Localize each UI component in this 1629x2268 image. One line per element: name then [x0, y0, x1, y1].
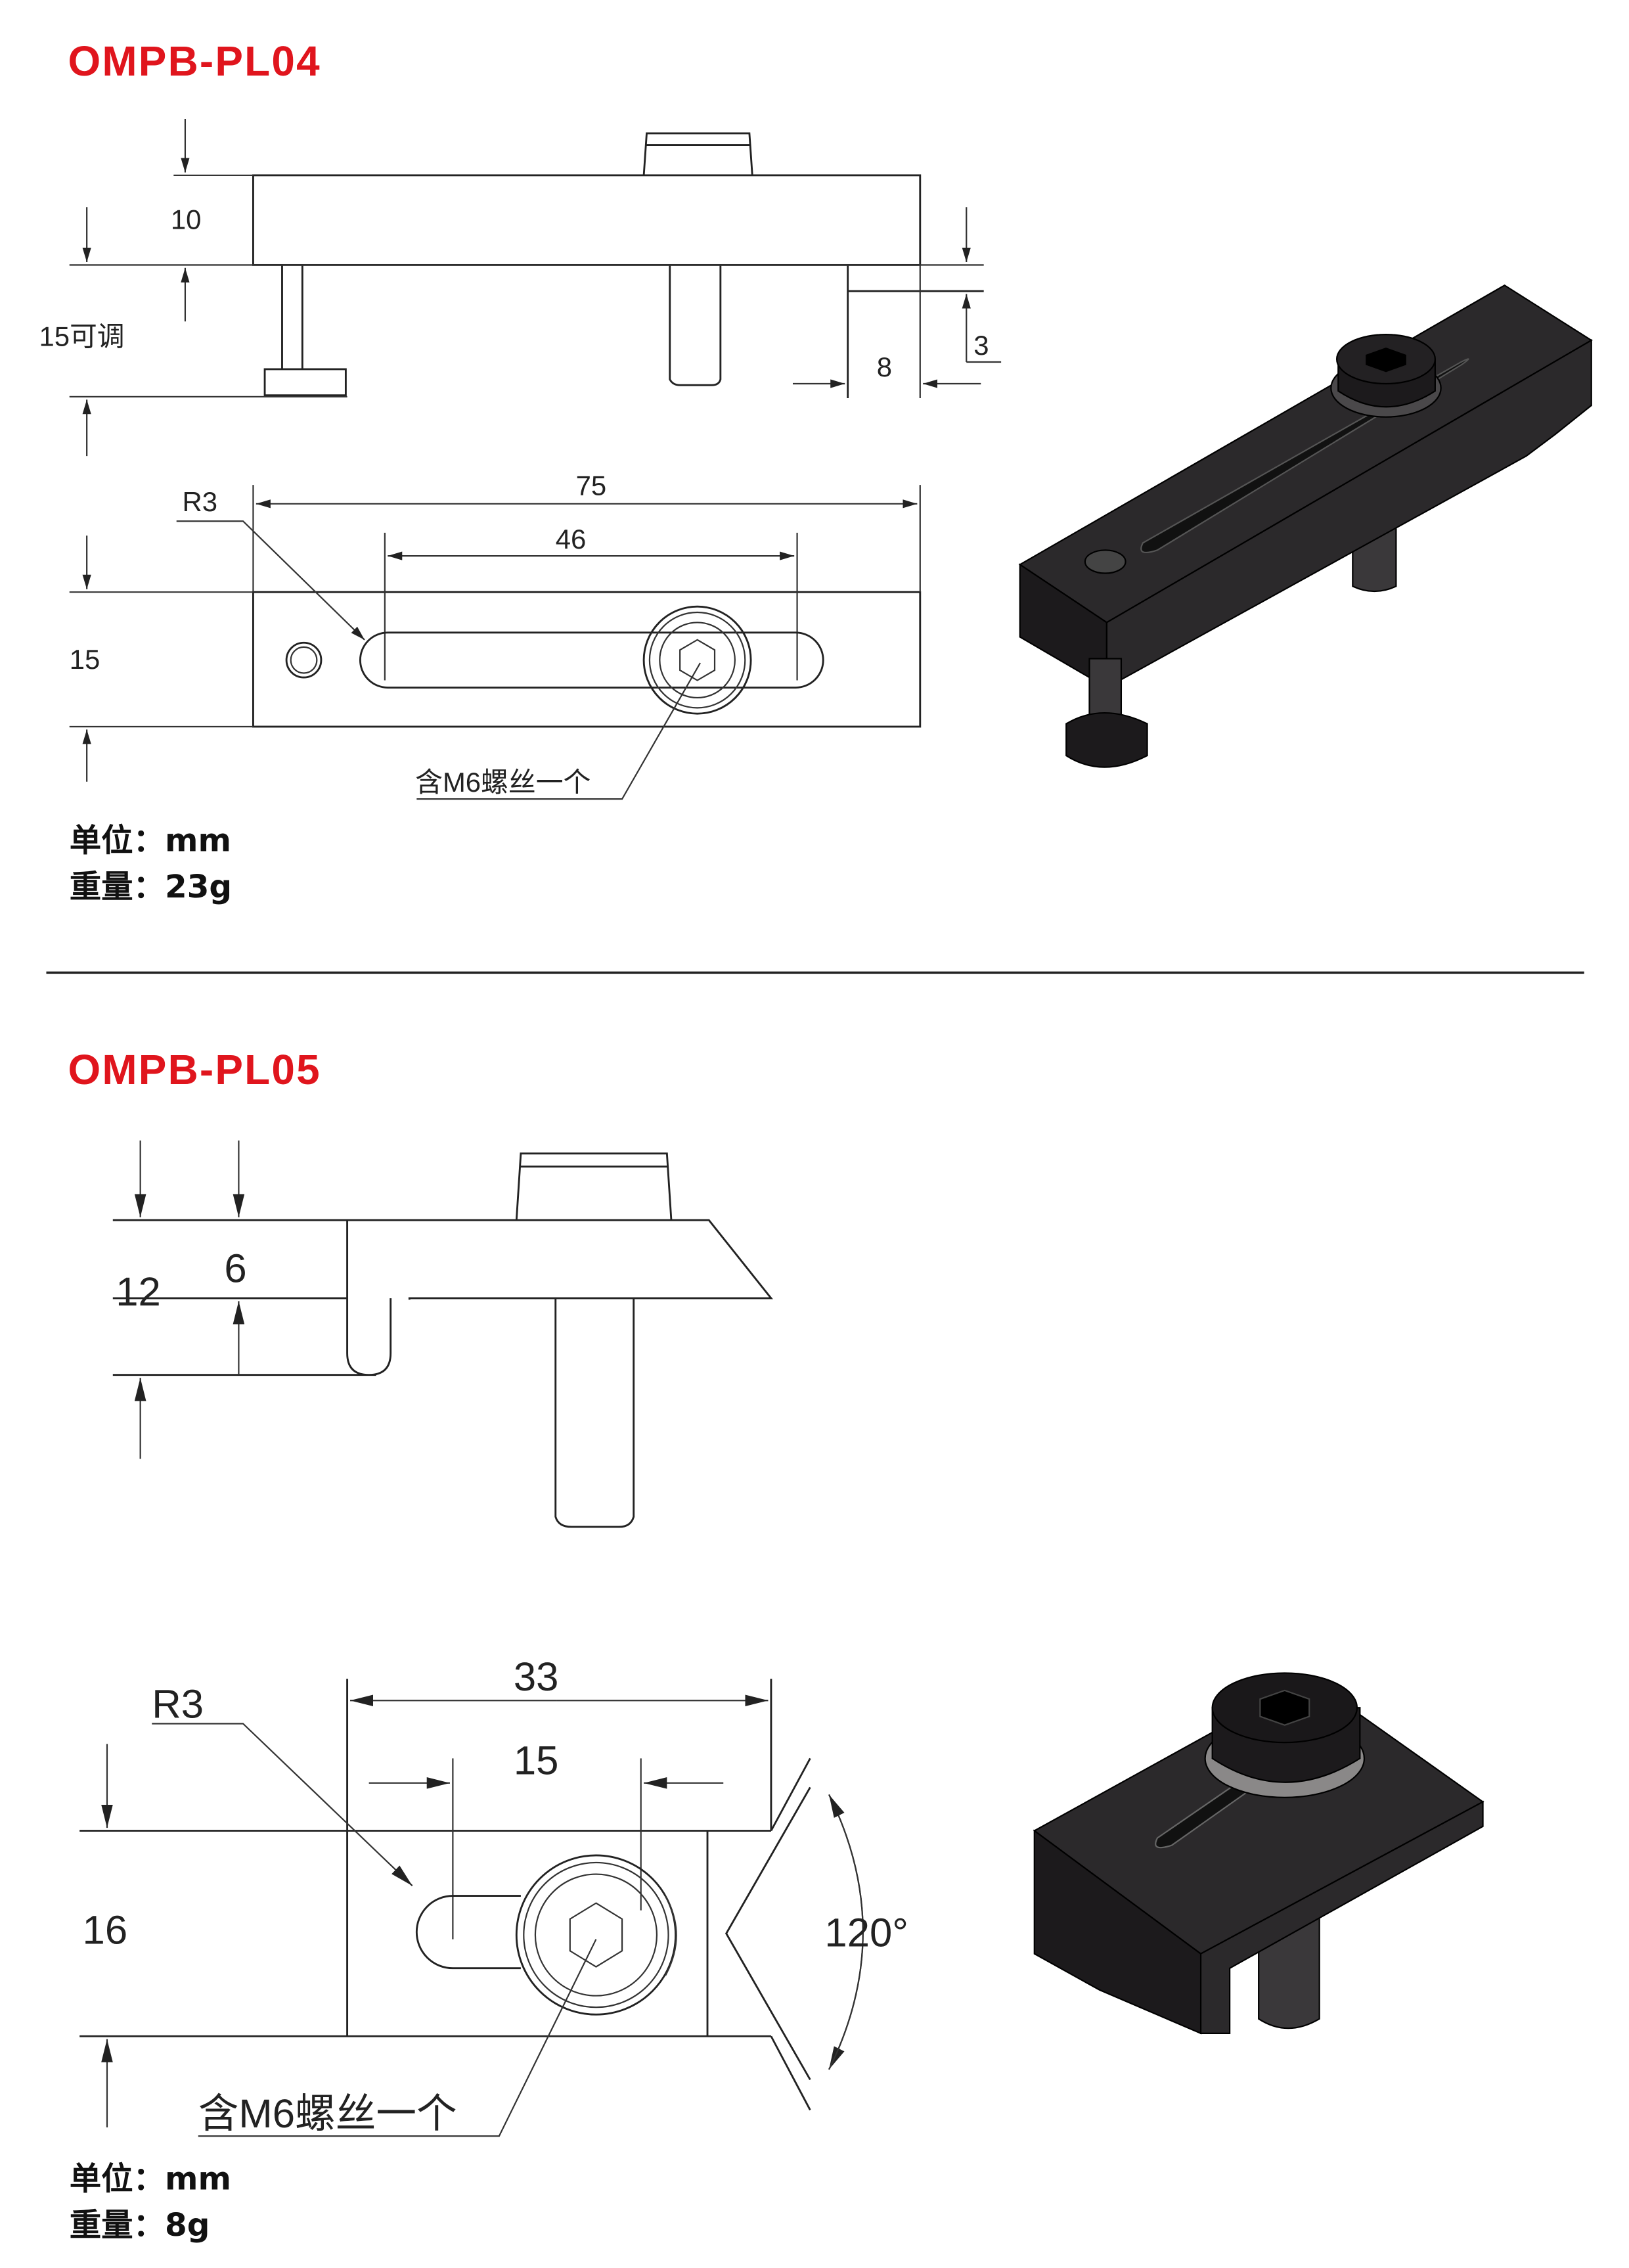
dim-radius: R3	[183, 486, 217, 517]
dim-step-width: 8	[877, 352, 892, 382]
dim-slot: 46	[556, 524, 587, 555]
weight-label: 重量：23g	[70, 869, 232, 905]
pl05-3d-render	[1033, 1672, 1484, 2035]
section-title-pl04: OMPB-PL04	[68, 37, 321, 85]
dim-height: 12	[116, 1269, 161, 1315]
pl05-top-view: R3 33 15 16 120° 含M6螺丝一个	[79, 1654, 908, 2137]
dim-width: 15	[70, 644, 100, 675]
screw-note: 含M6螺丝一个	[198, 2091, 457, 2137]
dim-slot: 15	[514, 1738, 559, 1784]
dim-step: 6	[224, 1246, 246, 1292]
pl04-top-view: R3 75 46 15 含M6螺丝一个	[70, 470, 922, 800]
pl05-side-view: 12 6	[112, 1140, 773, 1528]
dim-width: 16	[83, 1907, 128, 1953]
screw-note: 含M6螺丝一个	[415, 767, 591, 798]
dim-step-height: 3	[973, 330, 989, 361]
section-title-pl05: OMPB-PL05	[68, 1046, 321, 1093]
dim-length: 75	[576, 470, 607, 501]
pl04-3d-render	[1018, 284, 1593, 768]
dim-radius: R3	[152, 1682, 204, 1727]
dim-adjust: 15可调	[39, 321, 124, 352]
unit-label: 单位：mm	[70, 2161, 231, 2198]
dim-angle: 120°	[824, 1911, 908, 1956]
weight-label: 重量：8g	[70, 2207, 210, 2244]
unit-label: 单位：mm	[70, 822, 231, 859]
pl04-side-view: 10 15可调 3 8	[39, 118, 1002, 457]
dim-length: 33	[514, 1654, 559, 1700]
dim-height: 10	[171, 204, 202, 235]
